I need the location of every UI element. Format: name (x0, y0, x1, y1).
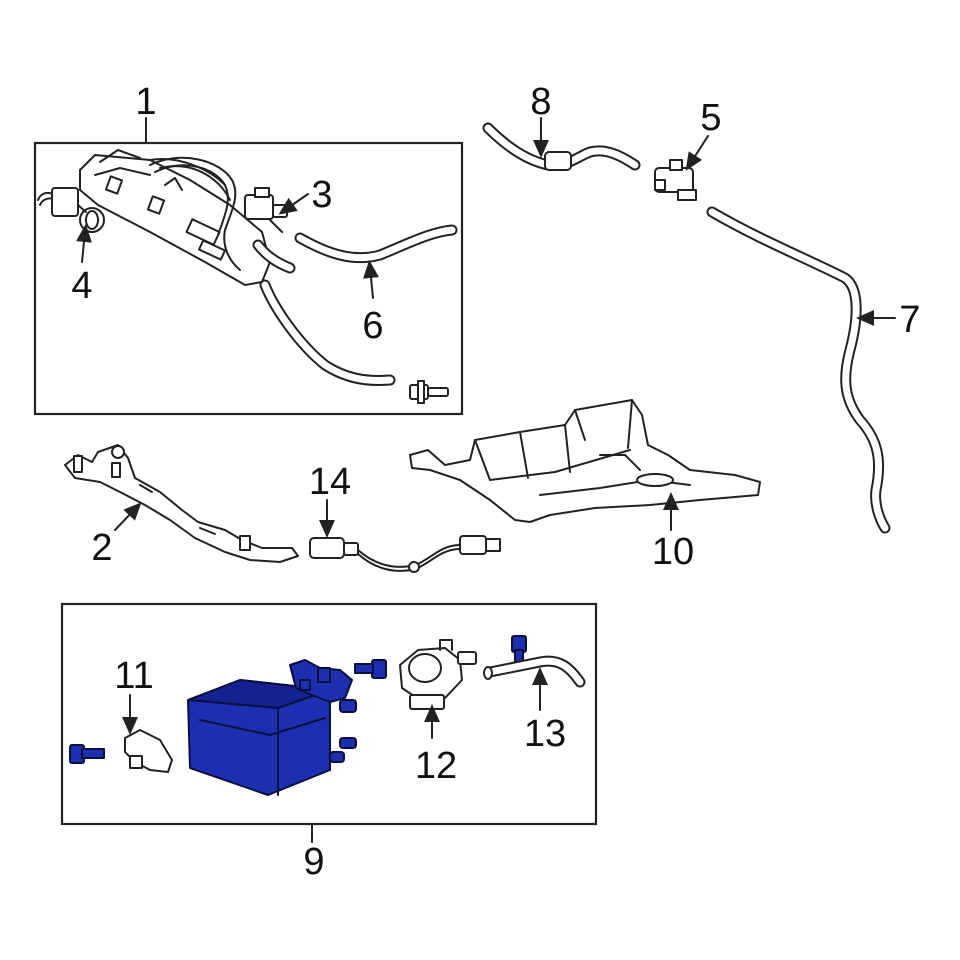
callout-12: 12 (415, 745, 457, 787)
part-12-purge-valve[interactable] (399, 639, 477, 710)
part-11-bracket[interactable] (124, 729, 173, 773)
callout-11: 11 (114, 655, 153, 697)
part-8-hose[interactable] (482, 122, 641, 172)
callout-4: 4 (71, 265, 92, 307)
leader-arrows (76, 117, 896, 739)
callout-3: 3 (311, 174, 332, 216)
callout-5: 5 (700, 97, 721, 139)
callout-2: 2 (91, 527, 112, 569)
callout-9: 9 (303, 841, 324, 883)
callout-1: 1 (135, 81, 156, 123)
part-10-shield-plate[interactable] (409, 399, 761, 523)
part-9-charcoal-canister[interactable] (187, 659, 357, 796)
vsv-bracket-assembly[interactable] (79, 149, 271, 286)
part-7-long-hose[interactable] (706, 206, 891, 534)
canister-bolt-left[interactable] (69, 744, 105, 764)
hose-connector-fitting[interactable] (409, 380, 449, 404)
callout-8: 8 (530, 81, 551, 123)
part-6-vacuum-hose[interactable] (294, 224, 458, 264)
callout-7: 7 (899, 299, 920, 341)
canister-bolt-middle[interactable] (354, 659, 387, 679)
part-13-hose[interactable] (483, 655, 586, 688)
callout-6: 6 (362, 305, 383, 347)
part-14-sensor[interactable] (309, 535, 501, 573)
assembly-9-box (60, 602, 598, 843)
assembly-1-box (33, 117, 464, 416)
part-5-check-valve[interactable] (654, 159, 697, 201)
bracket-lower-hose (252, 239, 396, 386)
callout-10: 10 (652, 531, 694, 573)
part-2-bracket[interactable] (64, 444, 299, 563)
callout-14: 14 (309, 461, 351, 503)
callout-13: 13 (524, 713, 566, 755)
